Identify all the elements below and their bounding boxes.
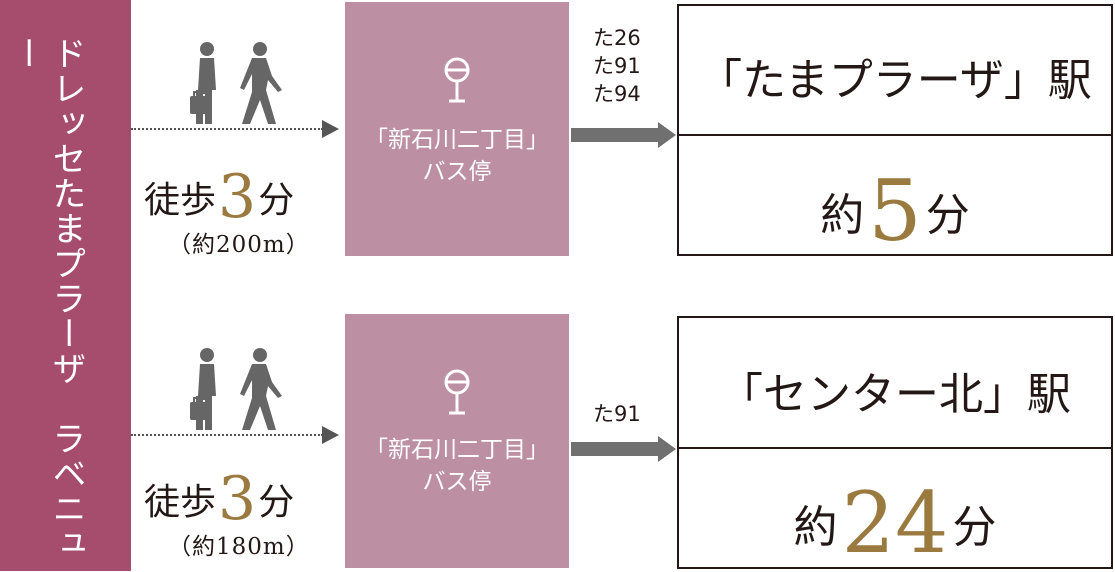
bus-arrow-head <box>658 436 676 462</box>
walk-distance: （約180m） <box>168 534 310 560</box>
walk-time: 徒歩3分 <box>144 162 334 232</box>
destination-minutes: 5 <box>868 162 922 260</box>
origin-name: ドレッセたまプラーザ ラベニュー <box>6 36 86 561</box>
bus-arrow-shaft <box>571 128 661 142</box>
walk-path-line <box>131 128 323 130</box>
bus-stop-icon <box>444 57 470 103</box>
walk-distance: （約200m） <box>168 232 310 258</box>
bus-stop-icon <box>444 369 470 415</box>
bus-stop-label: バス停 <box>422 159 492 185</box>
destination-time-unit: 分 <box>952 502 997 553</box>
walk-time: 徒歩3分 <box>144 464 334 534</box>
destination-minutes: 24 <box>841 474 949 572</box>
destination-name: 「たまプラーザ」駅 <box>698 55 1092 106</box>
walk-minutes: 3 <box>218 162 257 232</box>
origin-panel: ドレッセたまプラーザ ラベニュー <box>0 0 131 571</box>
bus-route: た91 <box>593 402 641 426</box>
bus-stop-box: 「新石川二丁目」 バス停 <box>345 2 569 256</box>
walk-path-line <box>131 434 323 436</box>
destination-box: 「たまプラーザ」駅 約5分 <box>677 4 1113 260</box>
bus-route: た26 <box>593 26 641 50</box>
bus-stop-box: 「新石川二丁目」 バス停 <box>345 314 569 568</box>
bus-arrow-head <box>658 122 676 148</box>
destination-time: 約5分 <box>679 162 1111 260</box>
destination-time-prefix: 約 <box>820 190 865 241</box>
walk-prefix: 徒歩 <box>144 482 217 523</box>
walk-unit: 分 <box>258 482 295 523</box>
bus-arrow-shaft <box>571 442 661 456</box>
bus-stop-name: 「新石川二丁目」 <box>365 127 549 153</box>
bus-stop-name: 「新石川二丁目」 <box>365 437 549 463</box>
destination-time-prefix: 約 <box>793 502 838 553</box>
walk-arrow-head <box>322 120 339 138</box>
destination-name: 「センター北」駅 <box>719 369 1071 420</box>
bus-route-list: た26 た91 た94 <box>593 24 641 108</box>
bus-route: た94 <box>593 82 641 106</box>
walking-people-icon <box>190 348 282 430</box>
destination-divider <box>679 134 1111 136</box>
walk-minutes: 3 <box>218 464 257 534</box>
bus-route-list: た91 <box>593 400 641 428</box>
walk-unit: 分 <box>258 180 295 221</box>
bus-stop-label: バス停 <box>422 469 492 495</box>
walk-prefix: 徒歩 <box>144 180 217 221</box>
destination-time: 約24分 <box>679 474 1111 572</box>
destination-divider <box>679 447 1111 449</box>
bus-route: た91 <box>593 54 641 78</box>
destination-box: 「センター北」駅 約24分 <box>677 316 1113 572</box>
destination-time-unit: 分 <box>925 190 970 241</box>
walk-arrow-head <box>322 426 339 444</box>
walking-people-icon <box>190 42 282 124</box>
